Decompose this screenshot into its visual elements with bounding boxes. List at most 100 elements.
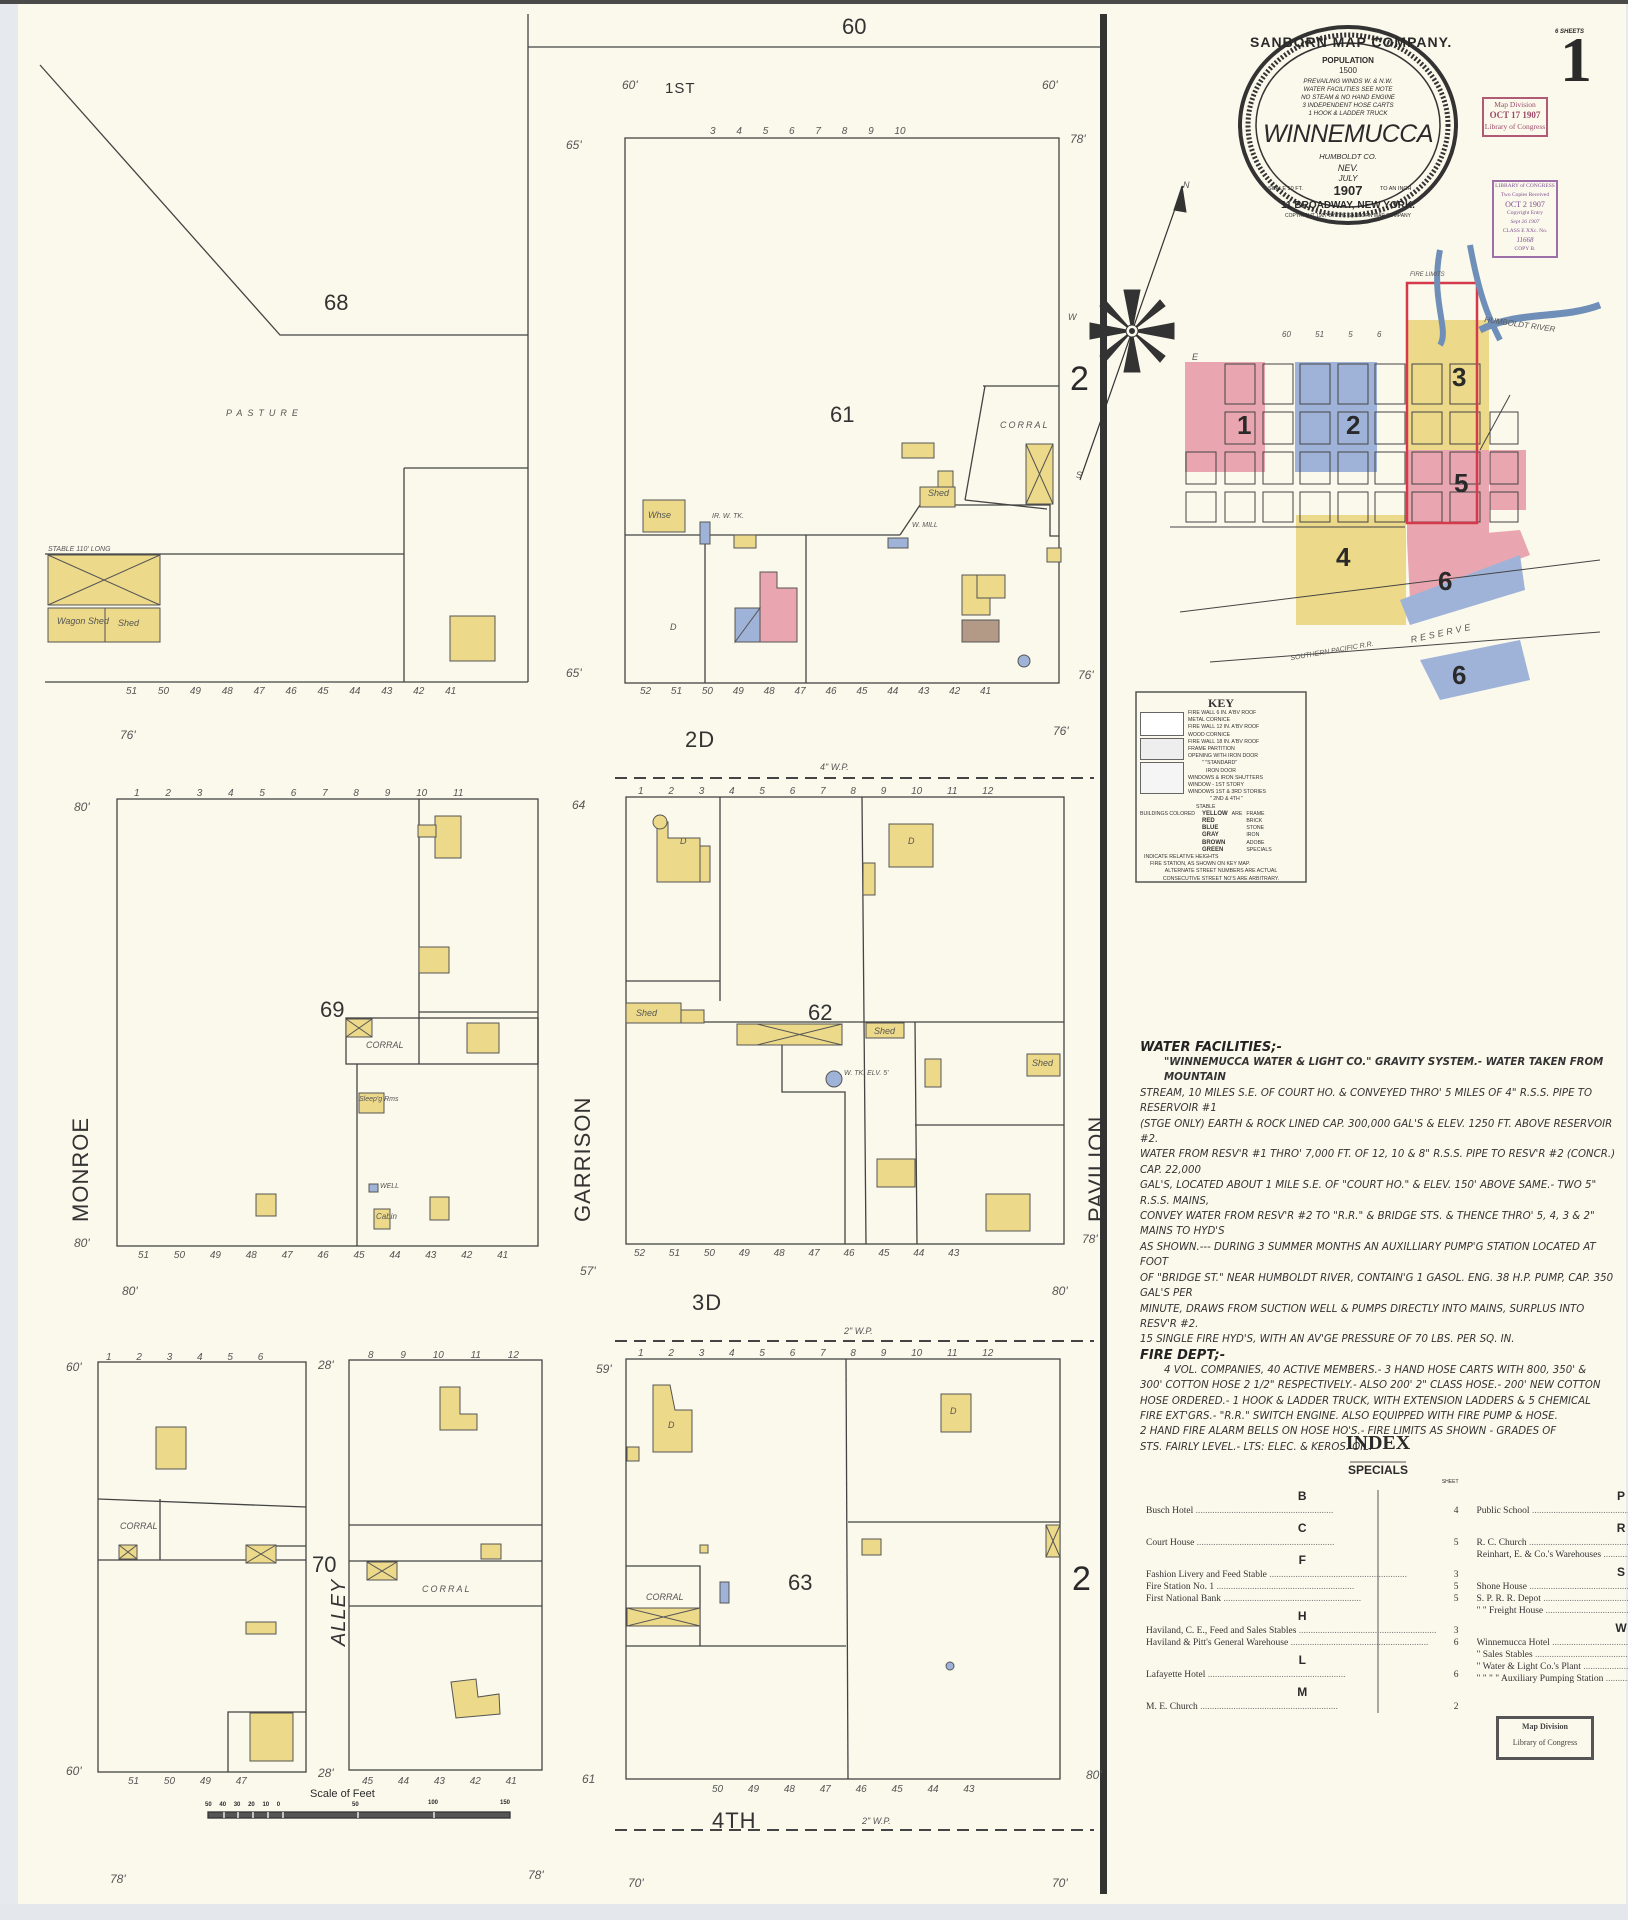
index-entry: Fire Station No. 15: [1146, 1581, 1459, 1593]
index-entry: Shone House6: [1477, 1581, 1628, 1593]
dimension-label: 70': [628, 1876, 644, 1890]
lot-numbers-block68-bottom: 51 50 49 48 47 46 45 44 43 42 41: [126, 686, 457, 697]
index-entry: Haviland, C. E., Feed and Sales Stables3: [1146, 1625, 1459, 1637]
dimension-label: 61: [582, 1772, 596, 1786]
dimension-label: 76': [120, 728, 136, 742]
legend-sample-doors: [1140, 738, 1184, 760]
dimension-label: 80': [1086, 1768, 1102, 1782]
index-entry: Lafayette Hotel6: [1146, 1669, 1459, 1681]
key-map-sheet-5: 5: [1454, 468, 1469, 498]
windmill-label: W. MILL: [912, 522, 938, 529]
corral-label: CORRAL: [422, 1584, 472, 1594]
cartouche-scale-left: SCALE 50 FT.: [1268, 186, 1303, 192]
dimension-label: 60': [66, 1764, 82, 1778]
block-number-69: 69: [320, 997, 345, 1022]
cartouche-copyright: COPYRIGHT 1907 BY THE SANBORN MAP COMPAN…: [1285, 213, 1411, 219]
shed-label: Shed: [874, 1026, 896, 1036]
dimension-label: 78': [1082, 1232, 1098, 1246]
key-map-fire-limits-label: FIRE LIMITS: [1410, 272, 1445, 278]
index-right-column: SHEET P Public School4 R R. C. Church2 R…: [1477, 1479, 1628, 1713]
compass-east-label: E: [1192, 352, 1199, 362]
shed-label: Shed: [1032, 1058, 1054, 1068]
lot-numbers-block70-top-right: 8 9 10 11 12: [368, 1350, 519, 1361]
key-map-sheet-2: 2: [1346, 410, 1361, 440]
cabin-label: Cabin: [376, 1212, 397, 1221]
dimension-label: 80': [74, 800, 90, 814]
corral-label: CORRAL: [646, 1592, 684, 1602]
compass-west-label: W: [1068, 312, 1077, 322]
street-label-1st: 1ST: [665, 80, 696, 97]
street-label-alley: ALLEY: [328, 1578, 350, 1646]
street-label-monroe: MONROE: [68, 1117, 93, 1222]
compass-north-label: N: [1183, 180, 1190, 190]
whse-label: Whse: [648, 510, 672, 520]
dwelling-label: D: [908, 836, 915, 846]
dimension-label: 80': [74, 1236, 90, 1250]
lot-numbers-block61-top: 3 4 5 6 7 8 9 10: [710, 126, 906, 137]
dimension-label: 76': [1078, 668, 1094, 682]
cartouche-population: 1500: [1339, 66, 1357, 75]
legend-sample-firewall: [1140, 712, 1184, 736]
adjoining-sheet-ref: 2: [1072, 1560, 1091, 1598]
dimension-label: 70': [1052, 1876, 1068, 1890]
key-map-sheet-4: 4: [1336, 542, 1351, 572]
dimension-label: 57': [580, 1264, 596, 1278]
wagon-shed-label: Wagon Shed: [57, 616, 109, 626]
dimension-label: 78': [110, 1872, 126, 1886]
block-number-68: 68: [324, 290, 349, 315]
cartouche-notes: PREVAILING WINDS W. & N.W. WATER FACILIT…: [1301, 78, 1395, 117]
block-number-60: 60: [842, 14, 867, 39]
map-division-stamp: Map Division OCT 17 1907 Library of Cong…: [1482, 97, 1548, 137]
cartouche-population-label: POPULATION: [1322, 56, 1374, 65]
lot-numbers-block62-top: 1 2 3 4 5 6 7 8 9 10 11 12: [638, 786, 994, 797]
lot-numbers-block62-bottom: 52 51 50 49 48 47 46 45 44 43: [634, 1248, 960, 1259]
scale-bar-title: Scale of Feet: [310, 1788, 375, 1800]
water-facilities-heading: WATER FACILITIES;-: [1140, 1040, 1282, 1055]
water-pipe-label-2nd: 4" W.P.: [820, 762, 849, 772]
dimension-label: 60': [622, 78, 638, 92]
dimension-label: 65': [566, 138, 582, 152]
index-entry: Fashion Livery and Feed Stable3: [1146, 1569, 1459, 1581]
pasture-label: PASTURE: [226, 408, 303, 418]
index-entry: " " " " Auxiliary Pumping Station3: [1477, 1673, 1628, 1685]
scale-tick-100: 100: [428, 1800, 439, 1806]
well-label: WELL: [380, 1183, 400, 1190]
shed-label: Shed: [928, 488, 950, 498]
cartouche-month: JULY: [1338, 174, 1358, 183]
index-entry: " " Freight House4 & 6: [1477, 1605, 1628, 1617]
index-panel: INDEX SPECIALS SHEET B Busch Hotel4 C Co…: [1146, 1432, 1627, 1713]
dimension-label: 76': [1053, 724, 1069, 738]
sheet-number: 1: [1560, 24, 1592, 95]
water-facilities-note: WATER FACILITIES;- "WINNEMUCCA WATER & L…: [1140, 1040, 1620, 1455]
scale-bar-ticks: 50 40 30 20 10 0: [205, 1802, 281, 1808]
index-entry: M. E. Church2: [1146, 1701, 1459, 1713]
index-entry: Court House5: [1146, 1537, 1459, 1549]
lot-numbers-block63-bottom: 50 49 48 47 46 45 44 43: [712, 1784, 975, 1795]
lot-numbers-block61-bottom: 52 51 50 49 48 47 46 45 44 43 42 41: [640, 686, 992, 697]
dwelling-label: D: [668, 1420, 675, 1430]
index-entry: Haviland & Pitt's General Warehouse6: [1146, 1637, 1459, 1649]
key-map-top-numbers: 60 51 5 6: [1282, 330, 1382, 339]
lot-numbers-block69-bottom: 51 50 49 48 47 46 45 44 43 42 41: [138, 1250, 509, 1261]
index-entry: First National Bank5: [1146, 1593, 1459, 1605]
street-label-2nd: 2D: [685, 727, 716, 752]
lot-numbers-block70-top-left: 1 2 3 4 5 6: [106, 1352, 264, 1363]
index-left-column: SHEET B Busch Hotel4 C Court House5 F Fa…: [1146, 1479, 1459, 1713]
dimension-label: 80': [1052, 1284, 1068, 1298]
panel-divider-rule: [1100, 14, 1107, 1894]
fire-dept-heading: FIRE DEPT;-: [1140, 1347, 1226, 1363]
key-map-sheet-3: 3: [1452, 362, 1467, 392]
cartouche-state: NEV.: [1337, 163, 1359, 173]
street-label-4th: 4TH: [712, 1808, 757, 1833]
legend-key-title: KEY: [1207, 696, 1234, 710]
cartouche-address: 11 BROADWAY, NEW YORK.: [1281, 200, 1415, 211]
dwelling-label: D: [670, 622, 677, 632]
compass-south-label: S: [1076, 470, 1083, 480]
water-pipe-label-4th: 2" W.P.: [862, 1816, 891, 1826]
block-number-70: 70: [312, 1552, 337, 1577]
dwelling-label: D: [950, 1406, 957, 1416]
street-label-pavilion: PAVILION: [1084, 1115, 1109, 1222]
index-subtitle: SPECIALS: [1347, 1463, 1408, 1477]
dimension-label: 64: [572, 798, 586, 812]
